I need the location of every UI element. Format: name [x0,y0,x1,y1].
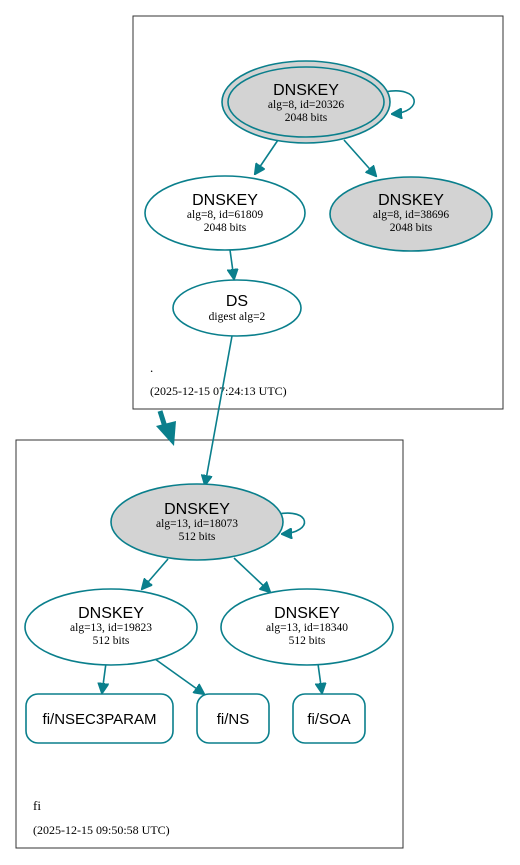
node-fi-zsk1-bits: 512 bits [93,635,130,647]
node-root-ksk-bits: 2048 bits [285,112,328,124]
node-ds[interactable]: DS digest alg=2 [172,279,302,337]
rrset-ns[interactable]: fi/NS [196,693,270,744]
zone-fi-timestamp: (2025-12-15 09:50:58 UTC) [33,823,170,837]
zone-fi-name: fi [33,798,41,813]
edge-fi-ksk-to-zsk2 [233,557,270,592]
zone-root-timestamp: (2025-12-15 07:24:13 UTC) [150,384,287,398]
edge-fi-zsk1-to-ns [154,658,204,694]
node-root-zsk2-title: DNSKEY [378,192,444,209]
node-ds-title: DS [226,293,248,310]
node-root-ksk[interactable]: DNSKEY alg=8, id=20326 2048 bits [221,60,391,144]
node-fi-ksk-bits: 512 bits [179,531,216,543]
node-root-zsk1-alg: alg=8, id=61809 [187,209,263,221]
edge-root-ksk-to-zsk1 [255,139,279,174]
node-fi-ksk-title: DNSKEY [164,501,230,518]
node-fi-zsk2-bits: 512 bits [289,635,326,647]
node-fi-zsk2-title: DNSKEY [274,605,340,622]
node-root-zsk2-bits: 2048 bits [390,222,433,234]
node-fi-ksk-alg: alg=13, id=18073 [156,518,238,530]
node-root-zsk-38696[interactable]: DNSKEY alg=8, id=38696 2048 bits [329,176,493,252]
node-root-ksk-alg: alg=8, id=20326 [268,99,344,111]
edge-zsk1-to-ds [230,249,234,279]
zone-root-name: . [150,360,153,375]
zone-box-root [132,15,504,410]
edge-ds-to-fi-ksk [205,335,233,485]
edge-fi-zsk1-to-nsec3param [102,662,106,693]
node-root-zsk1-bits: 2048 bits [204,222,247,234]
node-root-zsk-61809[interactable]: DNSKEY alg=8, id=61809 2048 bits [144,175,306,251]
rrset-nsec3param[interactable]: fi/NSEC3PARAM [25,693,174,744]
node-root-ksk-title: DNSKEY [273,82,339,99]
zone-box-fi [15,439,404,849]
edge-fi-ksk-self [277,512,306,534]
node-fi-zsk-18340[interactable]: DNSKEY alg=13, id=18340 512 bits [220,588,394,666]
rrset-soa-label: fi/SOA [307,711,350,728]
node-fi-zsk1-alg: alg=13, id=19823 [70,622,152,634]
delegation-arrow [156,410,176,446]
node-ds-digest: digest alg=2 [209,311,266,323]
rrset-ns-label: fi/NS [217,711,250,728]
edge-fi-ksk-to-zsk1 [142,558,169,589]
edge-fi-zsk2-to-soa [318,663,322,693]
node-fi-zsk1-title: DNSKEY [78,605,144,622]
node-fi-zsk-19823[interactable]: DNSKEY alg=13, id=19823 512 bits [24,588,198,666]
node-fi-ksk[interactable]: DNSKEY alg=13, id=18073 512 bits [110,483,284,561]
rrset-nsec3param-label: fi/NSEC3PARAM [43,711,157,728]
rrset-soa[interactable]: fi/SOA [292,693,366,744]
node-root-zsk2-alg: alg=8, id=38696 [373,209,449,221]
edge-root-ksk-self [384,90,415,114]
edge-root-ksk-to-zsk2 [343,139,376,176]
node-fi-zsk2-alg: alg=13, id=18340 [266,622,348,634]
node-root-zsk1-title: DNSKEY [192,192,258,209]
